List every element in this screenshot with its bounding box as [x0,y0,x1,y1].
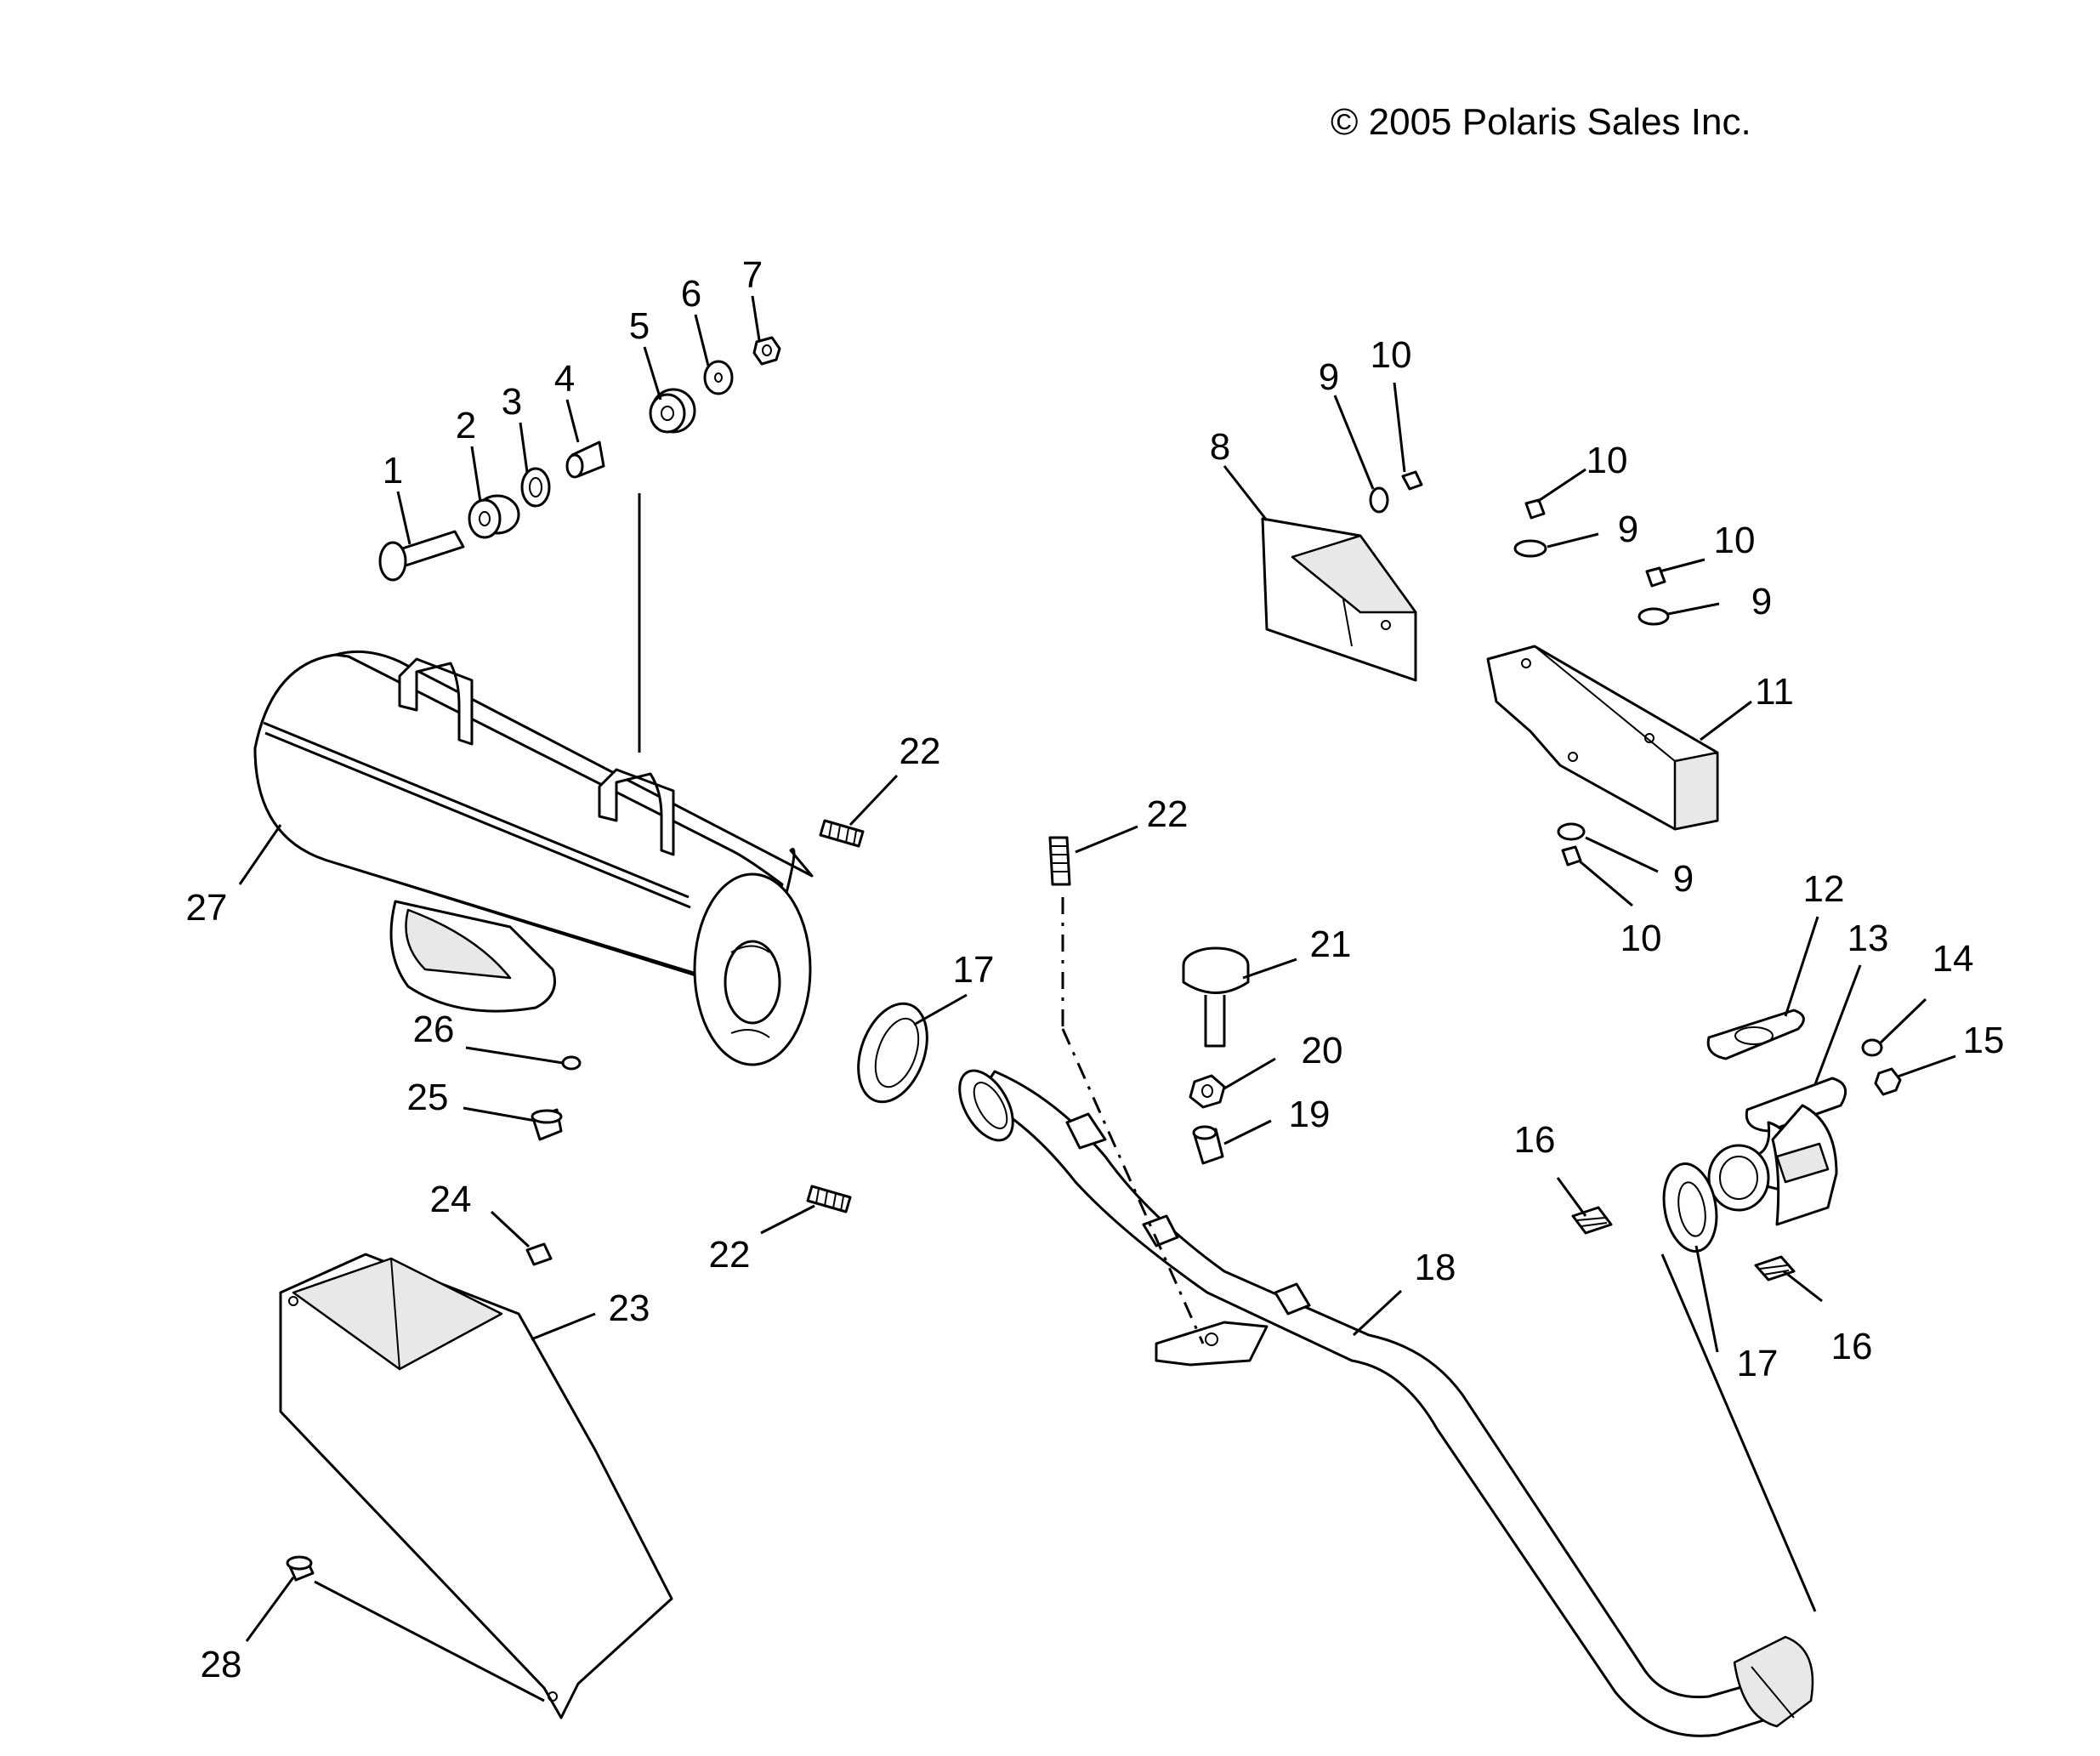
bolt-28 [286,1555,315,1582]
heat-shield-23 [279,1253,673,1719]
callout-labels: 1 2 3 4 5 6 7 8 9 9 9 9 10 10 10 10 11 1… [186,254,2005,1685]
callout-28: 28 [201,1644,242,1685]
bolt-10b [1524,498,1546,520]
bolt-10d [1561,845,1582,867]
spring-22a [819,819,865,848]
muffler [253,650,814,1066]
callout-13: 13 [1847,918,1889,959]
washer-14 [1861,1038,1883,1057]
callout-6: 6 [681,273,701,315]
callout-7: 7 [742,254,763,296]
callout-27: 27 [186,887,228,929]
callout-19: 19 [1289,1094,1331,1135]
callout-16b: 16 [1831,1326,1873,1367]
callout-9d: 9 [1673,858,1694,900]
callout-23: 23 [609,1287,650,1329]
heat-shield-8 [1261,517,1417,682]
sleeve-4 [565,440,605,479]
callout-12: 12 [1803,868,1845,910]
callout-10b: 10 [1586,440,1628,481]
spring-16a [1571,1206,1613,1235]
washer-9b [1513,539,1547,558]
bolt-1 [378,530,465,582]
callout-26: 26 [413,1009,455,1050]
spring-22c [806,1185,852,1213]
callout-25: 25 [407,1077,449,1118]
bolt-24 [525,1242,553,1266]
gasket-12 [1706,1009,1805,1060]
callout-4: 4 [554,358,575,400]
assembly-line-3 [314,1580,545,1702]
nut-20 [1189,1074,1226,1109]
seal-17a [857,1002,928,1104]
nut-7 [752,336,781,366]
callout-9a: 9 [1319,356,1339,398]
callout-17a: 17 [953,949,995,991]
callout-10d: 10 [1620,918,1662,959]
grommet-5 [649,388,696,434]
callout-24: 24 [430,1179,472,1220]
callout-1: 1 [383,450,403,492]
washer-26 [561,1055,582,1071]
spacer-2 [468,494,520,539]
leader-lines [238,295,1956,1642]
callout-2: 2 [456,405,476,446]
head-pipe-18 [958,1069,1814,1737]
callout-3: 3 [502,381,522,423]
callout-22b: 22 [1147,793,1189,835]
callout-22a: 22 [900,730,941,772]
washer-9a [1369,486,1389,514]
callout-10c: 10 [1714,520,1756,561]
callout-18: 18 [1415,1247,1456,1288]
washer-9d [1557,822,1586,841]
assembly-line-2 [1660,1253,1817,1612]
callout-9b: 9 [1618,509,1638,550]
washer-6 [703,360,734,395]
callout-22c: 22 [709,1234,751,1276]
callout-8: 8 [1210,426,1230,468]
bumper-21 [1182,946,1250,1048]
callout-20: 20 [1302,1030,1343,1071]
spring-22b [1048,836,1071,886]
callout-10a: 10 [1371,334,1412,376]
nut-15 [1874,1067,1902,1096]
callout-11: 11 [1755,671,1794,713]
grommet-19 [1192,1125,1224,1165]
callout-15: 15 [1963,1020,2005,1061]
bolt-10a [1401,470,1423,491]
copyright-text: © 2005 Polaris Sales Inc. [1331,101,1751,143]
callout-14: 14 [1933,938,1974,980]
washer-9c [1637,607,1670,626]
callout-5: 5 [629,305,650,347]
washer-3 [520,467,551,508]
bracket-11 [1486,645,1719,831]
callout-17b: 17 [1737,1343,1779,1384]
callout-9c: 9 [1751,581,1772,622]
callout-16a: 16 [1514,1119,1556,1161]
callout-21: 21 [1310,923,1352,965]
bolt-25 [531,1108,563,1141]
header-pipe-13 [1707,1077,1847,1226]
spring-16b [1754,1255,1796,1281]
